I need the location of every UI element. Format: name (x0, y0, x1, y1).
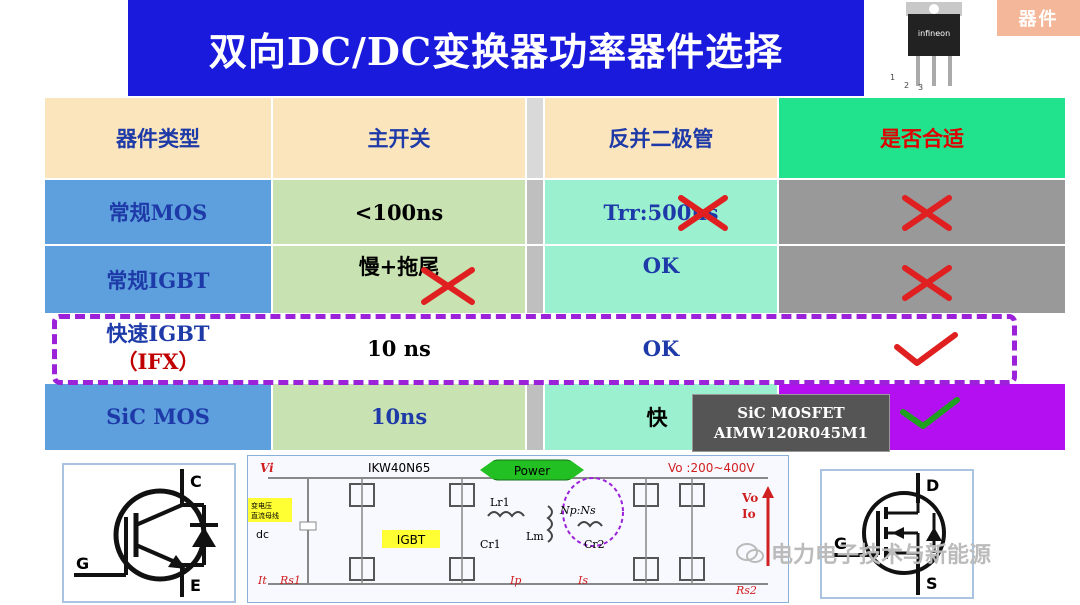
callout-line2: AIMW120R045M1 (713, 424, 869, 442)
table-row: 常规MOS <100ns Trr:500ns (43, 178, 1067, 246)
circuit-part-label: IKW40N65 (368, 461, 430, 475)
circuit-lm-label: Lm (526, 530, 544, 543)
cell-device-type: 常规IGBT (43, 243, 273, 316)
circuit-cr1-label: Cr1 (480, 538, 501, 551)
header-antiparallel-diode: 反并二极管 (543, 95, 779, 181)
circuit-rs2-label: Rs2 (735, 584, 757, 597)
category-tag: 器件 (997, 0, 1080, 36)
circuit-igbt-label: IGBT (397, 533, 426, 547)
watermark: 电力电子技术与新能源 (735, 537, 991, 569)
cell-diode-text: OK (642, 253, 680, 278)
circuit-note-bus: 变电压 (251, 501, 272, 510)
cell-diode: OK (543, 243, 779, 316)
circuit-ip-label: Ip (509, 574, 521, 587)
cell-diode: OK (543, 313, 779, 384)
table-header-row: 器件类型 主开关 反并二极管 是否合适 (43, 95, 1067, 181)
cell-suitability (777, 178, 1067, 246)
page-title: 双向DC/DC变换器功率器件选择 (208, 29, 784, 74)
cell-device-type-line1: 快速IGBT (106, 321, 210, 347)
power-flow-label: Power (514, 464, 550, 478)
table-row: SiC MOS 10ns 快 (43, 381, 1067, 453)
header-main-switch: 主开关 (271, 95, 527, 181)
header-suitability: 是否合适 (777, 95, 1067, 181)
mosfet-drain-label: D (926, 476, 939, 495)
mosfet-gate-label: G (834, 534, 847, 553)
chip-brand-label: infineon (918, 29, 950, 38)
column-divider (525, 95, 545, 181)
cell-main-switch: 10ns (271, 381, 527, 453)
circuit-note-dc-bus: 直流母线 (251, 511, 279, 520)
title-banner: 双向DC/DC变换器功率器件选择 (128, 0, 864, 97)
cell-device-type: SiC MOS (43, 381, 273, 453)
chip-pin-label: 2 (904, 81, 909, 90)
igbt-symbol-panel: C G E (62, 463, 236, 603)
cell-device-type: 常规MOS (43, 178, 273, 246)
wechat-icon (736, 543, 764, 563)
table-row: 常规IGBT 慢+拖尾 OK (43, 243, 1067, 316)
mosfet-symbol-panel: D G S (820, 469, 974, 599)
circuit-schematic: Power 变电压 直流母线 IGBT Vi IKW40N65 Vo :200~… (248, 459, 774, 597)
cell-diode-text: 快 (646, 404, 668, 430)
igbt-gate-label: G (76, 554, 89, 573)
circuit-io-label: Io (742, 507, 756, 521)
cell-suitability (777, 243, 1067, 316)
to247-chip-image: infineon 1 2 3 (890, 2, 962, 92)
igbt-collector-label: C (190, 472, 202, 491)
cross-mark-icon (902, 264, 952, 301)
column-divider (525, 313, 545, 384)
cell-main-switch: <100ns (271, 178, 527, 246)
igbt-symbol-icon: C G E (74, 469, 218, 597)
column-divider (525, 178, 545, 246)
watermark-text: 电力电子技术与新能源 (771, 543, 992, 568)
cell-device-type-line2: （IFX） (116, 349, 200, 375)
circuit-lr1-label: Lr1 (490, 496, 510, 509)
callout-line1: SiC MOSFET (737, 404, 845, 422)
circuit-vi-label: Vi (260, 461, 274, 475)
circuit-rs1-label: Rs1 (279, 574, 301, 587)
cell-main-switch: 慢+拖尾 (271, 243, 527, 316)
circuit-vo-range-label: Vo :200~400V (668, 461, 755, 475)
chip-pin-label: 3 (918, 83, 923, 92)
cell-main-switch: 10 ns (271, 313, 527, 384)
highlight-dashed-box (52, 314, 1017, 385)
mosfet-symbol-icon: D G S (832, 473, 946, 595)
circuit-vo-label: Vo (741, 491, 758, 505)
mosfet-source-label: S (926, 574, 938, 593)
circuit-it-label: It (257, 574, 267, 587)
header-device-type: 器件类型 (43, 95, 273, 181)
check-mark-icon (900, 396, 960, 429)
cross-mark-icon (421, 266, 475, 305)
circuit-is-label: Is (577, 574, 588, 587)
bidirectional-dcdc-circuit-diagram: Power 变电压 直流母线 IGBT Vi IKW40N65 Vo :200~… (247, 455, 789, 603)
column-divider (525, 243, 545, 316)
table-row: 快速IGBT （IFX） 10 ns OK (43, 313, 1067, 384)
cross-mark-icon (678, 195, 728, 232)
cell-suitability (777, 313, 1067, 384)
check-mark-icon (894, 332, 958, 367)
circuit-ratio-label: Np:Ns (559, 504, 596, 517)
cross-mark-icon (902, 195, 952, 232)
column-divider (525, 381, 545, 453)
device-selection-table: 器件类型 主开关 反并二极管 是否合适 常规MOS <100ns Trr:500… (43, 95, 1067, 453)
circuit-dc-label: dc (256, 528, 269, 541)
igbt-emitter-label: E (190, 576, 201, 595)
sic-mosfet-callout: SiC MOSFET AIMW120R045M1 (692, 394, 890, 452)
cell-diode: Trr:500ns (543, 178, 779, 246)
chip-pin-label: 1 (890, 73, 895, 82)
circuit-cr2-label: Cr2 (584, 538, 605, 551)
